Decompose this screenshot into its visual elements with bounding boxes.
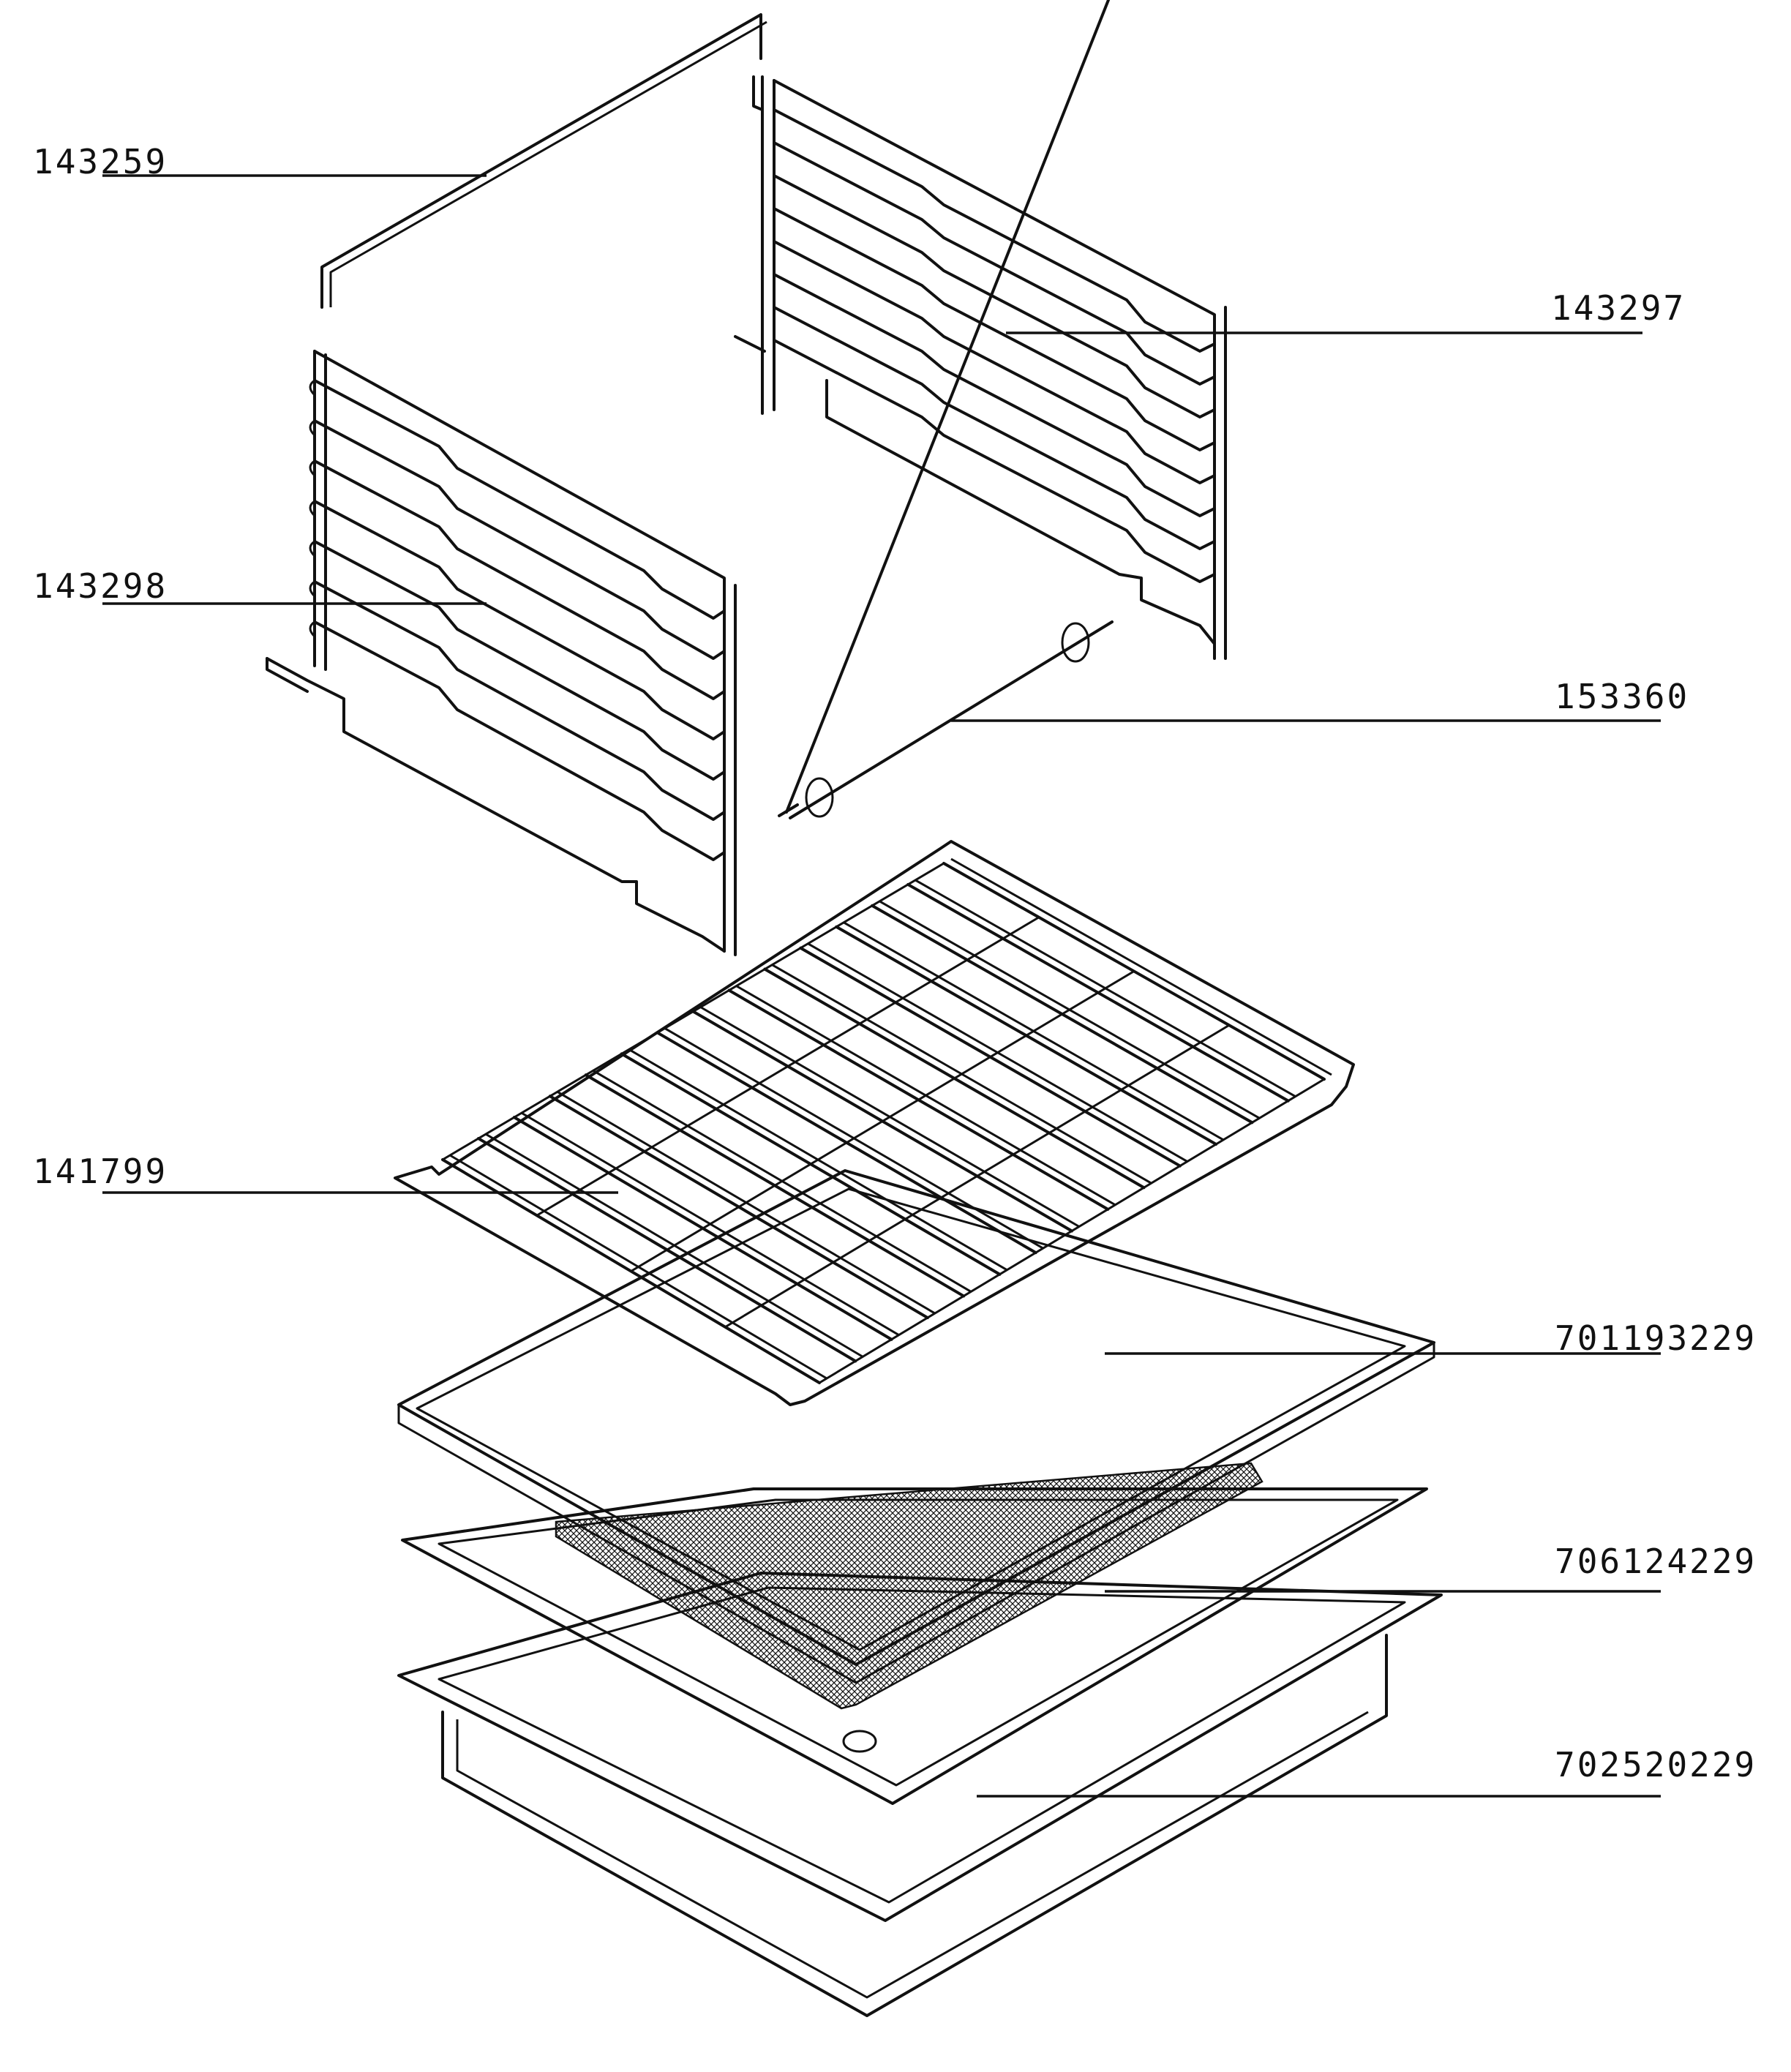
top-rod-drawing — [320, 13, 767, 309]
wire-segment — [313, 500, 726, 740]
wire-segment — [309, 459, 316, 477]
wire-segment — [313, 459, 726, 700]
wire-segment — [313, 580, 726, 821]
label-153360: 153360 — [1555, 677, 1689, 716]
callout-leaders — [102, 174, 1661, 1798]
wire-segment — [630, 970, 1135, 1272]
wire-segment — [309, 419, 316, 437]
left-side-rack-drawing — [266, 350, 737, 956]
wire-segment — [309, 379, 316, 397]
wire-segment — [773, 240, 1216, 484]
part-labels: 143259 143297 143298 153360 141799 70119… — [33, 142, 1757, 1784]
wire-segment — [313, 379, 726, 620]
wire-segment — [309, 500, 316, 517]
wire-segment — [773, 174, 1216, 418]
label-141799: 141799 — [33, 1152, 168, 1191]
grill-plate-drawing — [401, 1462, 1428, 1805]
label-706124229: 706124229 — [1555, 1542, 1757, 1581]
right-side-rack-drawing — [734, 75, 1227, 660]
wire-segment — [313, 540, 726, 781]
wire-segment — [313, 620, 726, 861]
wire-segment — [773, 207, 1216, 451]
wire-segment — [724, 1024, 1230, 1329]
wire-segment — [536, 916, 1040, 1217]
wire-segment — [313, 419, 726, 660]
drip-pan-drawing — [397, 1572, 1443, 2017]
wire-segment — [950, 857, 1332, 1076]
label-702520229: 702520229 — [1555, 1745, 1757, 1784]
label-143297: 143297 — [1551, 288, 1686, 328]
wire-segment — [773, 306, 1216, 550]
label-143298: 143298 — [33, 566, 168, 606]
label-701193229: 701193229 — [1555, 1318, 1757, 1358]
wire-segment — [773, 273, 1216, 517]
rotisserie-spit-drawing — [778, 0, 1114, 819]
wire-segment — [773, 141, 1216, 386]
wire-segment — [309, 620, 316, 638]
wire-segment — [773, 108, 1216, 353]
wire-segment — [773, 339, 1216, 583]
wire-segment — [309, 580, 316, 598]
wire-segment — [309, 540, 316, 558]
wire-shelf-drawing — [394, 840, 1355, 1406]
label-143259: 143259 — [33, 142, 168, 181]
